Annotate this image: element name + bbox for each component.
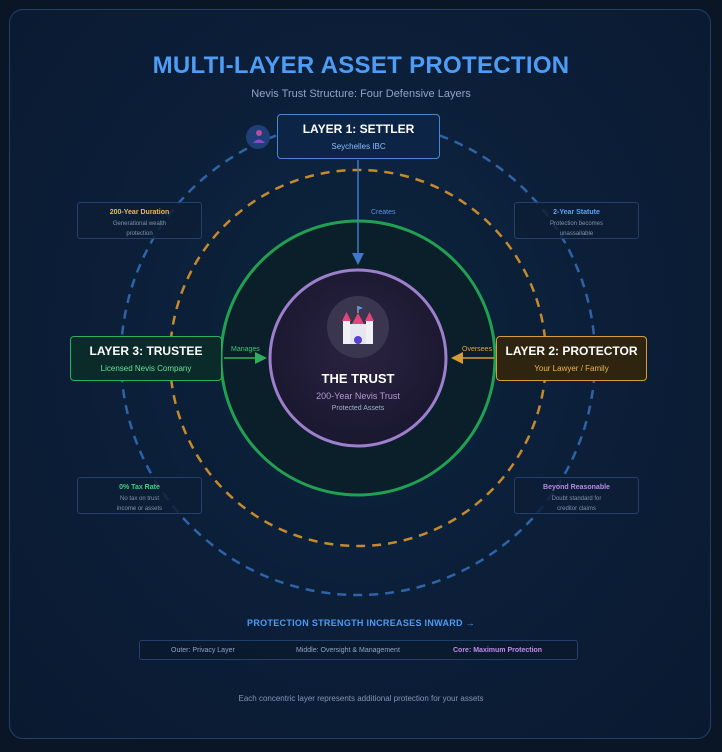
legend-middle: Middle: Oversight & Management (296, 647, 400, 654)
info-card-duration: 200-Year Duration Generational wealth pr… (77, 202, 202, 239)
info-card-line: income or assets (116, 506, 163, 512)
info-card-text: No tax on trust income or assets (78, 494, 201, 514)
oversees-label: Oversees (462, 346, 492, 353)
info-card-text: Protection becomes unassailable (515, 219, 638, 239)
trust-subtitle: 200-Year Nevis Trust (316, 391, 400, 401)
creates-label: Creates (371, 209, 396, 216)
castle-icon (342, 306, 374, 344)
info-card-title: 0% Tax Rate (119, 484, 160, 491)
protector-title: LAYER 2: PROTECTOR (505, 344, 638, 358)
legend-bar: Outer: Privacy Layer Middle: Oversight &… (139, 640, 578, 660)
layer-1-settler-box: LAYER 1: SETTLER Seychelles IBC (277, 114, 440, 159)
info-card-line: unassailable (559, 231, 594, 237)
info-card-line: protection (126, 231, 153, 237)
info-card-line: creditor claims (557, 506, 596, 512)
trustee-title: LAYER 3: TRUSTEE (89, 344, 203, 358)
protector-subtitle: Your Lawyer / Family (534, 364, 609, 373)
info-card-text: Doubt standard for creditor claims (515, 494, 638, 514)
info-card-tax: 0% Tax Rate No tax on trust income or as… (77, 477, 202, 514)
settler-title: LAYER 1: SETTLER (302, 122, 415, 136)
trustee-subtitle: Licensed Nevis Company (100, 364, 192, 373)
info-card-line: Generational wealth (112, 221, 167, 227)
info-card-standard: Beyond Reasonable Doubt standard for cre… (514, 477, 639, 514)
info-card-title: 200-Year Duration (109, 209, 170, 216)
footer-note: Each concentric layer represents additio… (238, 694, 484, 703)
trust-assets-label: Protected Assets (331, 405, 385, 412)
layer-3-trustee-box: LAYER 3: TRUSTEE Licensed Nevis Company (70, 336, 222, 381)
legend-core: Core: Maximum Protection (453, 647, 543, 654)
info-card-line: No tax on trust (119, 496, 160, 502)
person-icon (246, 125, 270, 149)
settler-subtitle: Seychelles IBC (331, 142, 386, 151)
legend-outer: Outer: Privacy Layer (171, 647, 235, 654)
trust-title: THE TRUST (321, 371, 395, 386)
info-card-statute: 2-Year Statute Protection becomes unassa… (514, 202, 639, 239)
strength-label: PROTECTION STRENGTH INCREASES INWARD → (247, 618, 475, 628)
info-card-line: Doubt standard for (551, 496, 602, 502)
info-card-text: Generational wealth protection (78, 219, 201, 239)
info-card-line: Protection becomes (549, 221, 604, 227)
info-card-title: Beyond Reasonable (543, 484, 610, 491)
page-title: MULTI-LAYER ASSET PROTECTION (152, 52, 570, 79)
page-subtitle: Nevis Trust Structure: Four Defensive La… (251, 88, 471, 100)
manages-label: Manages (231, 346, 260, 353)
layer-2-protector-box: LAYER 2: PROTECTOR Your Lawyer / Family (496, 336, 647, 381)
info-card-title: 2-Year Statute (553, 209, 600, 216)
